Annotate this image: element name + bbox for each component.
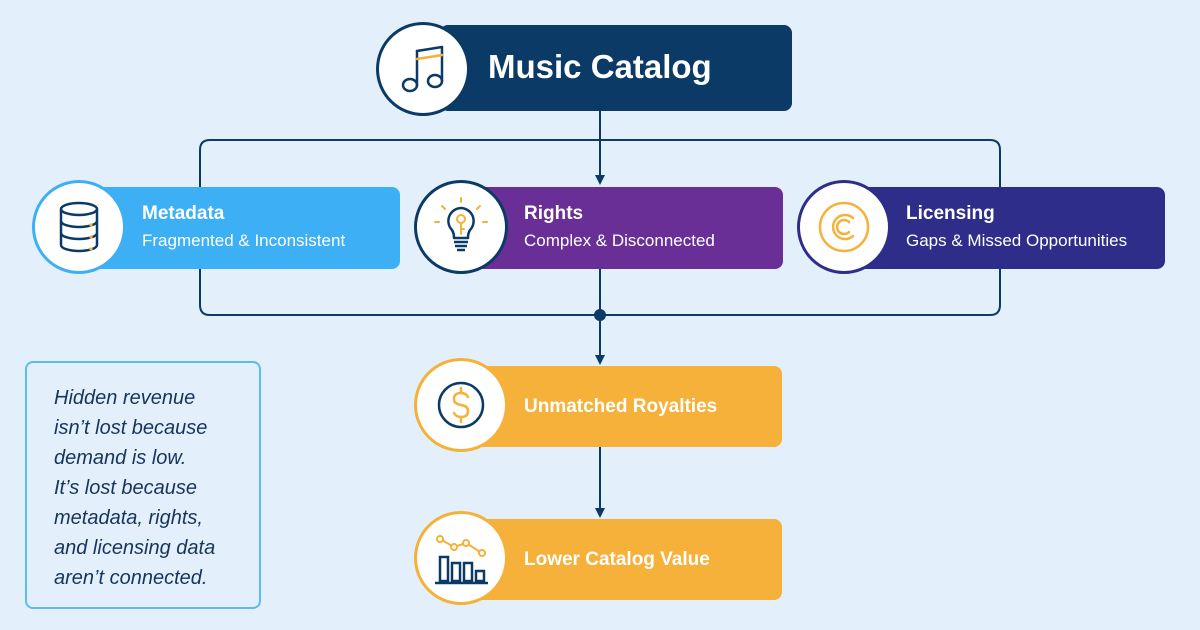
junction-dot [594, 309, 606, 321]
metadata-title: Metadata [142, 203, 225, 224]
note-line: Hidden revenue [54, 387, 196, 409]
music-catalog-title: Music Catalog [488, 48, 712, 85]
licensing-title: Licensing [906, 203, 995, 224]
unmatched-royalties-title: Unmatched Royalties [524, 396, 718, 417]
licensing-subtitle: Gaps & Missed Opportunities [906, 231, 1128, 250]
note-line: demand is low. [54, 447, 187, 469]
copyright-icon [797, 180, 891, 274]
music-note-icon [376, 22, 470, 116]
note-line: metadata, rights, [54, 507, 203, 529]
rights-title: Rights [524, 203, 584, 224]
database-icon [32, 180, 126, 274]
lower-catalog-value-title: Lower Catalog Value [524, 549, 710, 570]
declining-chart-icon [414, 511, 508, 605]
note-line: aren’t connected. [54, 567, 208, 589]
rights-subtitle: Complex & Disconnected [524, 231, 715, 250]
music-catalog-node [440, 25, 792, 111]
note-line: isn’t lost because [54, 417, 208, 439]
metadata-subtitle: Fragmented & Inconsistent [142, 231, 346, 250]
dollar-icon [414, 358, 508, 452]
note-text: Hidden revenue isn’t lost because demand… [54, 383, 254, 593]
group-frame [199, 139, 1001, 230]
note-line: It’s lost because [54, 477, 198, 499]
note-line: and licensing data [54, 537, 216, 559]
note-callout: Hidden revenue isn’t lost because demand… [25, 361, 261, 609]
lightbulb-key-icon [414, 180, 508, 274]
